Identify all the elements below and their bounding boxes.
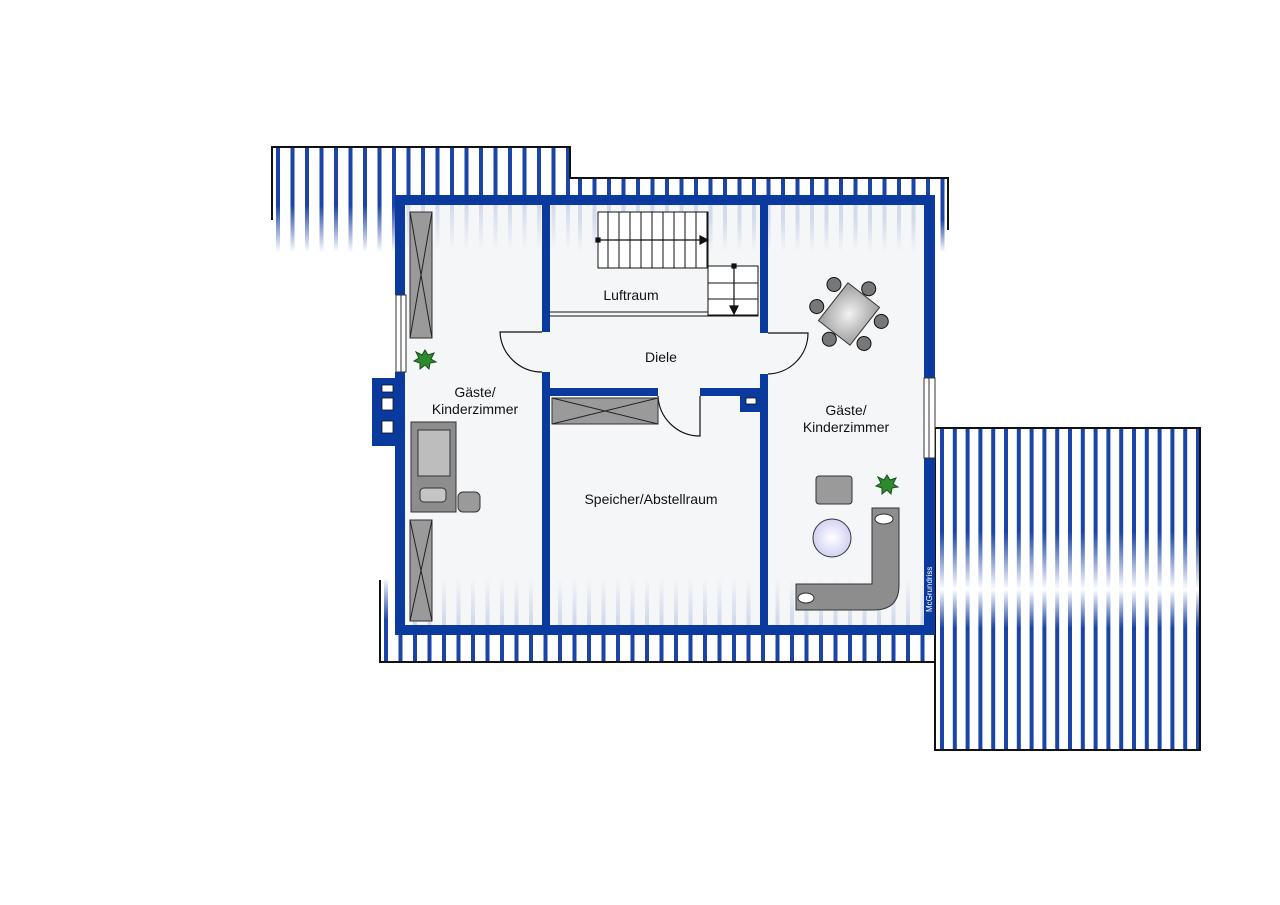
roof-stripe bbox=[1068, 429, 1072, 750]
roof-stripe bbox=[1119, 429, 1124, 750]
plant-icon bbox=[874, 474, 900, 496]
room-label-right-1: Gäste/ bbox=[825, 402, 866, 418]
room-label-luftraum: Luftraum bbox=[603, 287, 658, 303]
room-label-right-2: Kinderzimmer bbox=[803, 419, 890, 435]
roof-right-annex bbox=[940, 429, 1200, 750]
outer-walls bbox=[372, 195, 935, 635]
dining-table bbox=[809, 276, 889, 352]
roof-stripe bbox=[1055, 429, 1060, 750]
roof-outline-bottom bbox=[379, 580, 935, 663]
chimney-vents bbox=[381, 384, 394, 434]
window-right bbox=[923, 377, 936, 459]
roof-stripe bbox=[305, 148, 309, 252]
roof-stripe bbox=[1183, 429, 1188, 750]
armchair bbox=[815, 475, 853, 505]
room-label-left-1: Gäste/ bbox=[454, 384, 495, 400]
cabinet-storage bbox=[551, 397, 659, 425]
bed bbox=[410, 421, 457, 513]
roof-stripe bbox=[965, 429, 970, 750]
roof-stripe bbox=[319, 148, 324, 252]
door-storage bbox=[657, 395, 701, 437]
room-label-diele: Diele bbox=[645, 349, 677, 365]
brand-label: McGrundriss bbox=[925, 567, 934, 612]
window-left bbox=[395, 294, 407, 373]
roof-stripe bbox=[276, 148, 280, 252]
shaft bbox=[745, 397, 757, 405]
roof-stripe bbox=[1106, 429, 1111, 750]
plant-icon bbox=[412, 349, 438, 371]
roof-stripe bbox=[940, 429, 944, 750]
door-right-room bbox=[767, 332, 809, 375]
roof-stripe bbox=[334, 148, 338, 252]
roof-stripe bbox=[1029, 429, 1034, 750]
roof-stripe bbox=[1004, 429, 1008, 750]
roof-stripe bbox=[1093, 429, 1098, 750]
roof-stripe bbox=[377, 148, 382, 252]
wardrobe-bottom-left bbox=[409, 519, 433, 622]
doors bbox=[499, 331, 809, 437]
roof-stripe bbox=[392, 148, 396, 252]
corner-sofa bbox=[795, 507, 900, 611]
door-left-room bbox=[499, 331, 543, 373]
roof-stripe bbox=[1016, 429, 1021, 750]
roof-stripe bbox=[1132, 429, 1136, 750]
roof-stripe bbox=[991, 429, 996, 750]
roof-outline-top bbox=[271, 146, 949, 230]
roof-stripe bbox=[348, 148, 353, 252]
stair-arrows bbox=[595, 235, 739, 316]
roof-stripe bbox=[978, 429, 983, 750]
roof-stripe bbox=[940, 179, 945, 252]
chair bbox=[457, 491, 481, 513]
roof-stripe bbox=[384, 578, 388, 662]
room-label-left-2: Kinderzimmer bbox=[432, 401, 519, 417]
wardrobe-top-left bbox=[409, 211, 433, 339]
roof-stripe bbox=[363, 148, 367, 252]
roof-stripe bbox=[1144, 429, 1149, 750]
round-table bbox=[812, 518, 852, 558]
roof-stripe bbox=[290, 148, 295, 252]
roof-stripe bbox=[1080, 429, 1085, 750]
roof-stripe bbox=[1042, 429, 1047, 750]
roof-stripe bbox=[1157, 429, 1162, 750]
room-label-speicher: Speicher/Abstellraum bbox=[584, 491, 717, 507]
roof-stripe bbox=[952, 429, 957, 750]
roof-stripe bbox=[1170, 429, 1175, 750]
roof-stripe bbox=[1196, 429, 1200, 750]
